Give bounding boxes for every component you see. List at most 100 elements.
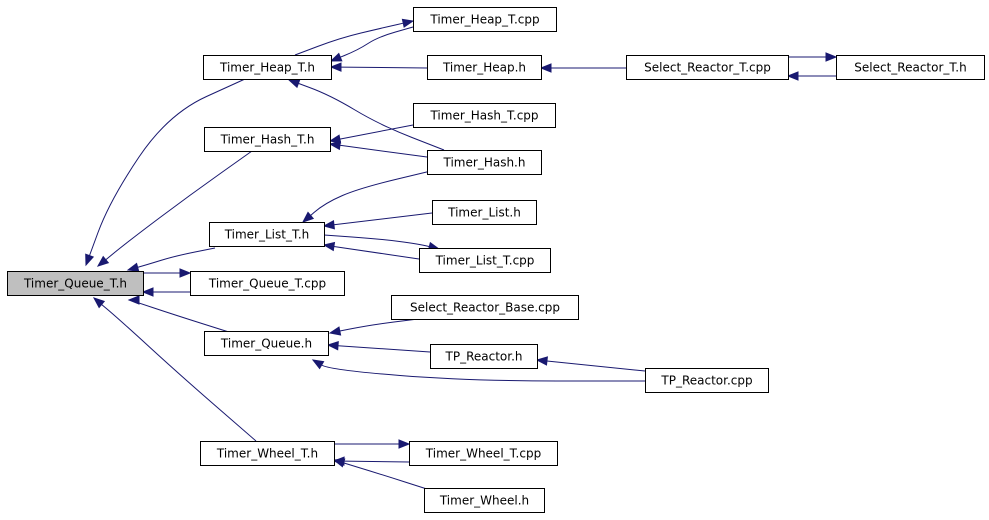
arrowhead (322, 241, 336, 252)
node-box (427, 55, 542, 80)
node-box (200, 441, 335, 466)
node-label: Timer_Heap_T.cpp (429, 13, 539, 27)
edge-line (89, 78, 246, 256)
node-timer-wheel-t-h[interactable]: Timer_Wheel_T.h (200, 441, 335, 466)
edges-layer (85, 18, 838, 491)
edge-timer-wheel-h-to-timer-wheel-t-h (332, 458, 431, 491)
node-box (7, 271, 144, 296)
node-timer-hash-t-cpp[interactable]: Timer_Hash_T.cpp (413, 103, 556, 128)
arrowhead (398, 439, 411, 449)
node-timer-hash-h[interactable]: Timer_Hash.h (427, 150, 542, 175)
node-label: Timer_Wheel_T.h (216, 447, 318, 461)
edge-line (298, 82, 445, 151)
node-box (645, 368, 769, 393)
node-box (626, 55, 789, 80)
edge-timer-hash-t-cpp-to-timer-hash-t-h (328, 124, 414, 144)
edge-line (333, 246, 420, 260)
edge-timer-list-t-h-to-timer-queue-t-h (126, 247, 216, 272)
node-box (190, 271, 345, 296)
node-label: TP_Reactor.h (445, 350, 523, 364)
node-box (209, 222, 325, 247)
node-timer-queue-h[interactable]: Timer_Queue.h (204, 331, 329, 356)
edge-timer-list-h-to-timer-list-t-h (322, 212, 433, 230)
node-tp-reactor-h[interactable]: TP_Reactor.h (430, 344, 538, 369)
edge-select-reactor-t-cpp-to-timer-heap-h (539, 63, 626, 73)
node-select-reactor-base-cpp[interactable]: Select_Reactor_Base.cpp (391, 295, 579, 320)
node-label: Select_Reactor_T.h (854, 61, 966, 75)
node-select-reactor-t-cpp[interactable]: Select_Reactor_T.cpp (626, 55, 789, 80)
edge-select-reactor-base-cpp-to-timer-queue-h (328, 318, 419, 336)
edge-timer-heap-t-cpp-to-timer-heap-t-h (329, 26, 414, 62)
node-label: Select_Reactor_T.cpp (644, 61, 771, 75)
node-label: Timer_Wheel.h (439, 494, 529, 508)
edge-timer-list-t-cpp-to-timer-list-t-h (322, 241, 420, 260)
node-box (413, 103, 556, 128)
edge-tp-reactor-cpp-to-timer-queue-h (311, 359, 645, 382)
node-timer-wheel-t-cpp[interactable]: Timer_Wheel_T.cpp (409, 441, 558, 466)
node-timer-heap-h[interactable]: Timer_Heap.h (427, 55, 542, 80)
edge-timer-heap-h-to-timer-heap-t-h (329, 62, 428, 72)
arrowhead (179, 268, 192, 278)
node-box (413, 7, 557, 32)
arrowhead (141, 287, 154, 297)
node-label: Timer_Queue_T.h (23, 277, 127, 291)
edge-line (339, 124, 414, 140)
node-timer-list-t-cpp[interactable]: Timer_List_T.cpp (419, 248, 551, 273)
edge-line (294, 22, 404, 56)
arrowhead (326, 340, 339, 351)
node-label: Timer_Queue.h (220, 337, 312, 351)
node-label: Timer_List_T.h (224, 228, 310, 242)
node-select-reactor-t-h[interactable]: Select_Reactor_T.h (836, 55, 985, 80)
node-box (836, 55, 985, 80)
node-timer-queue-t-cpp[interactable]: Timer_Queue_T.cpp (190, 271, 345, 296)
edge-line (129, 299, 233, 334)
arrowhead (786, 71, 799, 81)
edge-timer-queue-t-cpp-to-timer-queue-t-h (141, 287, 190, 297)
node-box (427, 150, 542, 175)
node-timer-queue-t-h[interactable]: Timer_Queue_T.h (7, 271, 144, 296)
edge-line (340, 26, 414, 58)
edge-line (337, 345, 431, 353)
node-timer-heap-t-h[interactable]: Timer_Heap_T.h (203, 55, 332, 80)
node-tp-reactor-cpp[interactable]: TP_Reactor.cpp (645, 368, 769, 393)
edge-line (339, 144, 428, 158)
edge-timer-wheel-t-h-to-timer-wheel-t-cpp (334, 439, 411, 449)
arrowhead (322, 220, 335, 230)
node-timer-list-t-h[interactable]: Timer_List_T.h (209, 222, 325, 247)
arrowhead (332, 458, 346, 468)
edge-timer-hash-t-h-to-timer-queue-t-h (96, 150, 253, 267)
node-label: Timer_Heap_T.h (219, 61, 315, 75)
node-label: Timer_List.h (447, 206, 521, 220)
edge-timer-heap-t-h-to-timer-queue-t-h (85, 78, 246, 267)
edge-select-reactor-t-h-to-select-reactor-t-cpp (786, 71, 836, 81)
node-timer-hash-t-h[interactable]: Timer_Hash_T.h (204, 127, 331, 152)
arrowhead (287, 79, 301, 89)
node-label: Timer_Hash_T.h (220, 133, 315, 147)
edge-tp-reactor-cpp-to-tp-reactor-h (535, 356, 646, 372)
arrowhead (301, 211, 315, 223)
arrowhead (328, 326, 342, 336)
edge-line (333, 212, 433, 226)
node-box (391, 295, 579, 320)
arrowhead (328, 140, 341, 151)
node-box (203, 55, 332, 80)
node-timer-wheel-h[interactable]: Timer_Wheel.h (424, 488, 545, 513)
arrowhead (85, 253, 95, 267)
edge-line (101, 304, 257, 442)
arrowhead (535, 356, 548, 366)
edge-line (546, 360, 646, 372)
edge-timer-wheel-t-h-to-timer-queue-t-h (92, 297, 257, 442)
node-label: Timer_Queue_T.cpp (208, 277, 326, 291)
node-timer-heap-t-cpp[interactable]: Timer_Heap_T.cpp (413, 7, 557, 32)
arrowhead (127, 295, 140, 305)
edge-line (136, 247, 216, 268)
node-label: Timer_Hash.h (443, 156, 526, 170)
edge-line (343, 460, 410, 463)
arrowhead (92, 297, 106, 309)
node-box (409, 441, 558, 466)
node-label: Timer_Wheel_T.cpp (425, 447, 541, 461)
node-timer-list-h[interactable]: Timer_List.h (432, 200, 537, 225)
edge-select-reactor-t-cpp-to-select-reactor-t-h (788, 52, 838, 62)
node-label: Timer_Hash_T.cpp (429, 109, 538, 123)
